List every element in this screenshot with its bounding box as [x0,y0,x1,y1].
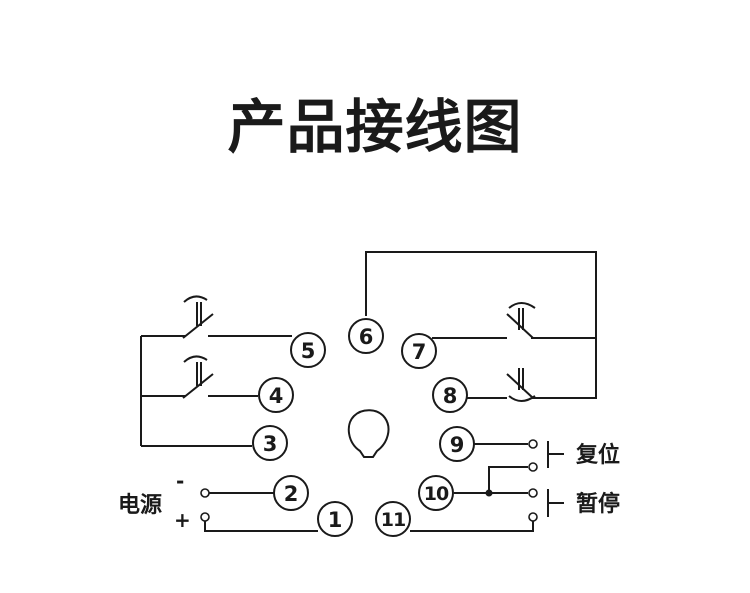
relay-contact-icon [182,295,214,339]
wire-pin1 [204,521,318,532]
pin-10: 10 [418,475,454,511]
junction-dot [485,489,493,497]
power-label: 电源 [118,493,162,518]
relay-contact-icon [506,302,536,339]
terminal-circle-icon [200,488,210,498]
wire-pin11 [410,521,534,532]
wire-pin6-loop [365,251,597,399]
svg-text:11: 11 [381,509,405,531]
svg-text:6: 6 [359,325,374,349]
terminal-circle-icon [200,512,210,522]
terminal-circle-icon [528,439,538,449]
page-title: 产品接线图 [227,93,523,161]
relay-contact-icon [182,355,214,399]
pin-6: 6 [348,318,384,354]
wire-pin10-branch [488,466,528,493]
pin-2: 2 [273,475,309,511]
svg-text:4: 4 [269,384,284,408]
pin-3: 3 [252,425,288,461]
pin-4: 4 [258,377,294,413]
svg-text:8: 8 [443,384,458,408]
pin-8: 8 [432,377,468,413]
pin-9: 9 [439,426,475,462]
power-plus-sign: + [174,508,191,532]
svg-text:3: 3 [263,432,278,456]
svg-text:5: 5 [301,339,316,363]
relay-contact-icon [506,368,536,402]
pin-11: 11 [375,501,411,537]
pause-label: 暂停 [576,491,620,517]
indicator-bulb-icon [347,409,390,458]
svg-text:10: 10 [424,483,449,505]
svg-text:7: 7 [412,340,427,364]
pin-5: 5 [290,332,326,368]
svg-text:9: 9 [450,433,465,457]
terminal-circle-icon [528,488,538,498]
pin-1: 1 [317,501,353,537]
pin-7: 7 [401,333,437,369]
terminal-circle-icon [528,462,538,472]
svg-text:2: 2 [284,482,299,506]
terminal-circle-icon [528,512,538,522]
reset-label: 复位 [575,442,620,468]
power-minus-sign: - [176,469,184,493]
svg-text:1: 1 [328,508,343,532]
